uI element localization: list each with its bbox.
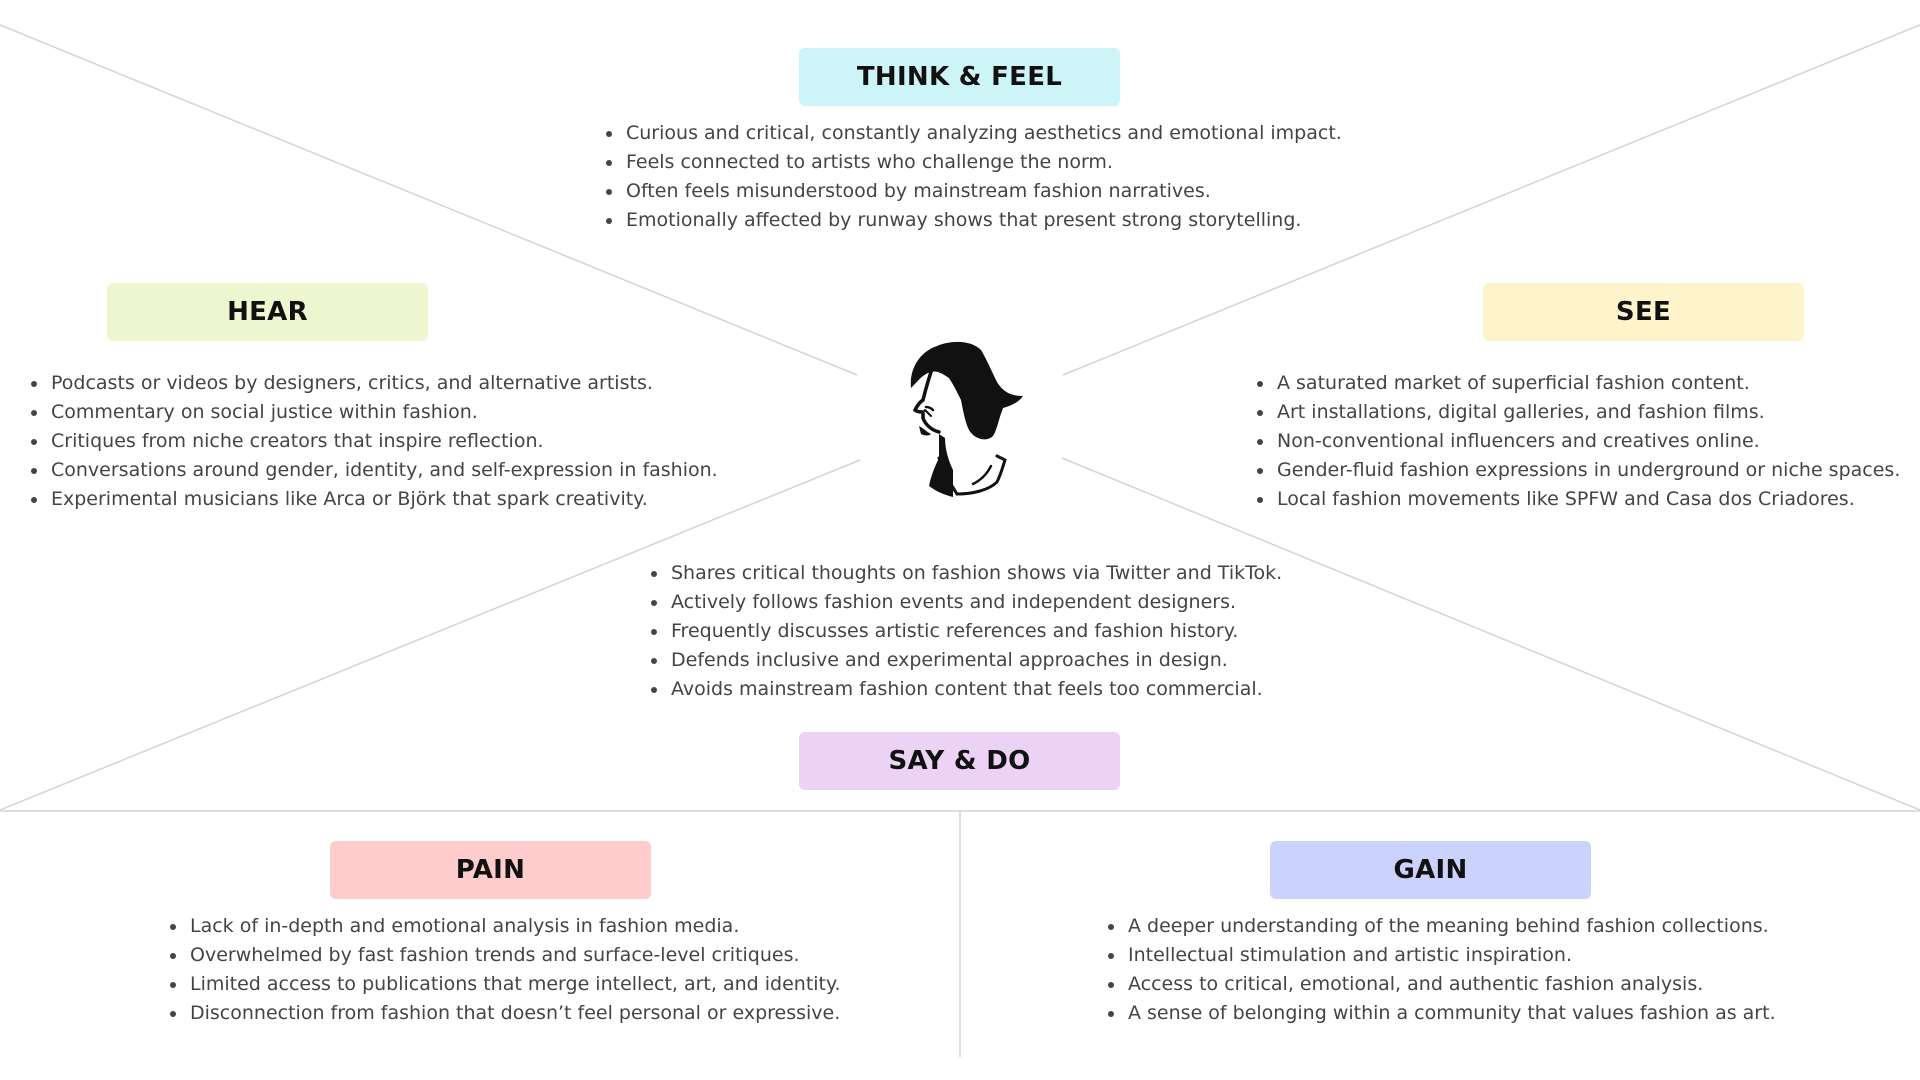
list-item: Curious and critical, constantly analyzi…	[624, 119, 1342, 148]
list-item: Non-conventional influencers and creativ…	[1275, 427, 1900, 456]
persona-portrait-icon	[910, 341, 1023, 498]
list-item: Lack of in-depth and emotional analysis …	[188, 912, 841, 941]
see-list: A saturated market of superficial fashio…	[1251, 369, 1900, 514]
list-item: A deeper understanding of the meaning be…	[1126, 912, 1776, 941]
list-item: Disconnection from fashion that doesn’t …	[188, 999, 841, 1028]
pain-label: PAIN	[330, 841, 651, 899]
list-item: Critiques from niche creators that inspi…	[49, 427, 718, 456]
hear-list: Podcasts or videos by designers, critics…	[25, 369, 718, 514]
list-item: Defends inclusive and experimental appro…	[669, 646, 1282, 675]
list-item: Actively follows fashion events and inde…	[669, 588, 1282, 617]
list-item: Limited access to publications that merg…	[188, 970, 841, 999]
list-item: Frequently discusses artistic references…	[669, 617, 1282, 646]
divider-lower-right	[1061, 457, 1920, 811]
list-item: Avoids mainstream fashion content that f…	[669, 675, 1282, 704]
list-item: Access to critical, emotional, and authe…	[1126, 970, 1776, 999]
list-item: A sense of belonging within a community …	[1126, 999, 1776, 1028]
gain-label: GAIN	[1270, 841, 1591, 899]
list-item: Art installations, digital galleries, an…	[1275, 398, 1900, 427]
list-item: Gender-fluid fashion expressions in unde…	[1275, 456, 1900, 485]
gain-list: A deeper understanding of the meaning be…	[1102, 912, 1776, 1028]
say-do-label: SAY & DO	[799, 732, 1120, 790]
list-item: Emotionally affected by runway shows tha…	[624, 206, 1342, 235]
list-item: Commentary on social justice within fash…	[49, 398, 718, 427]
list-item: A saturated market of superficial fashio…	[1275, 369, 1900, 398]
think-feel-label: THINK & FEEL	[799, 48, 1120, 106]
list-item: Conversations around gender, identity, a…	[49, 456, 718, 485]
see-label: SEE	[1483, 283, 1804, 341]
list-item: Podcasts or videos by designers, critics…	[49, 369, 718, 398]
list-item: Experimental musicians like Arca or Björ…	[49, 485, 718, 514]
pain-list: Lack of in-depth and emotional analysis …	[164, 912, 841, 1028]
list-item: Often feels misunderstood by mainstream …	[624, 177, 1342, 206]
divider-lower-left	[0, 459, 861, 811]
hear-label: HEAR	[107, 283, 428, 341]
think-feel-list: Curious and critical, constantly analyzi…	[600, 119, 1342, 235]
list-item: Shares critical thoughts on fashion show…	[669, 559, 1282, 588]
say-do-list: Shares critical thoughts on fashion show…	[645, 559, 1282, 704]
list-item: Overwhelmed by fast fashion trends and s…	[188, 941, 841, 970]
list-item: Feels connected to artists who challenge…	[624, 148, 1342, 177]
list-item: Local fashion movements like SPFW and Ca…	[1275, 485, 1900, 514]
divider-upper-left	[0, 24, 858, 376]
divider-upper-right	[1062, 24, 1920, 376]
list-item: Intellectual stimulation and artistic in…	[1126, 941, 1776, 970]
